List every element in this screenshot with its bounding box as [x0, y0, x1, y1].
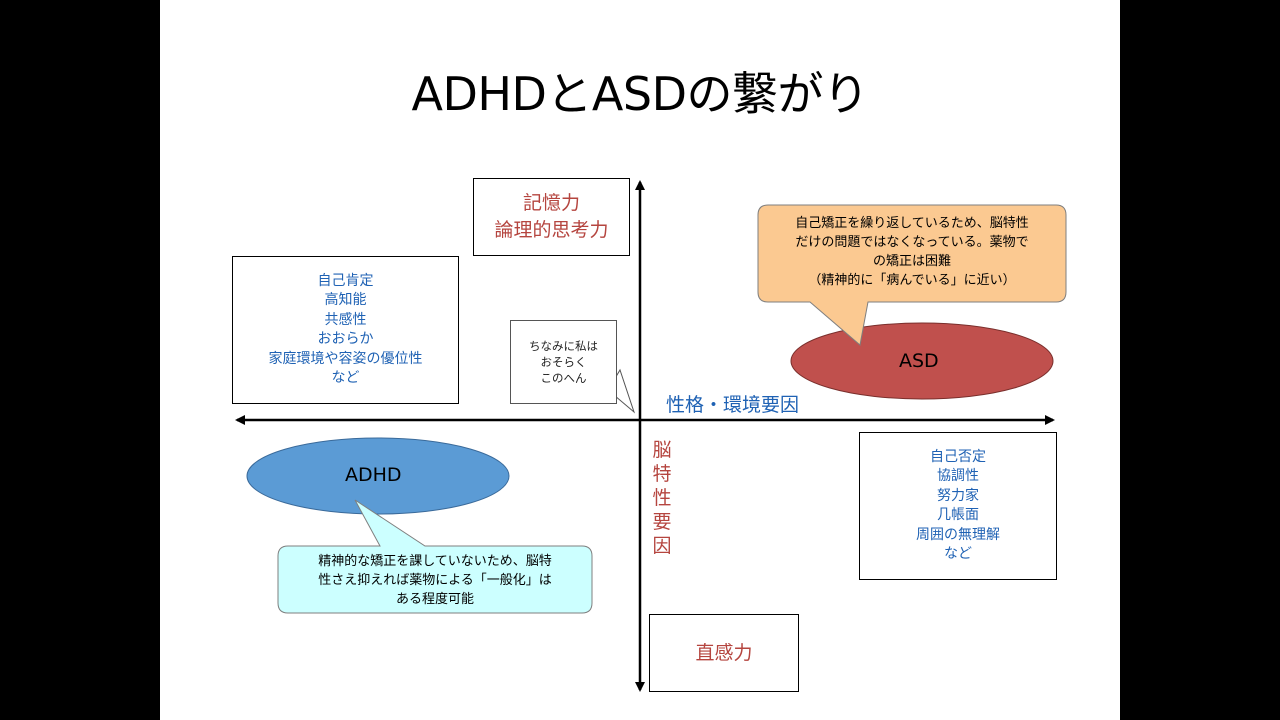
vertical-axis-char: 特 — [652, 463, 672, 485]
asd-callout-text: 自己矯正を繰り返しているため、脳特性 だけの問題ではなくなっている。薬物で の矯… — [760, 214, 1064, 290]
right-box: 自己否定 協調性 努力家 几帳面 周囲の無理解 など — [859, 432, 1057, 580]
right-box-item: 努力家 — [937, 487, 979, 504]
slide-title: ADHDとASDの繋がり — [411, 67, 870, 121]
adhd-callout-line: ある程度可能 — [395, 592, 474, 607]
left-box-item: など — [331, 370, 360, 386]
left-box-item: おおらか — [317, 331, 374, 347]
asd-callout-line: 自己矯正を繰り返しているため、脳特性 — [795, 216, 1029, 231]
vertical-axis-char: 因 — [652, 535, 672, 557]
slide: ADHDとASDの繋がり 記憶力 論理的思考力 直感力 自己肯定 — [160, 0, 1120, 720]
vertical-axis-char: 脳 — [652, 439, 672, 461]
adhd-ellipse — [246, 437, 510, 515]
diagram-canvas — [235, 180, 1067, 692]
note-box: ちなみに私は おそらく このへん — [510, 320, 617, 404]
note-box-line: おそらく — [540, 355, 587, 369]
asd-callout-line: （精神的に「病んでいる」に近い） — [808, 273, 1016, 288]
left-box-item: 自己肯定 — [317, 272, 374, 289]
asd-callout-line: の矯正は困難 — [872, 254, 951, 269]
right-box-item: 几帳面 — [937, 507, 979, 523]
vertical-axis-label: 脳 特 性 要 因 — [650, 438, 674, 558]
adhd-callout-shape — [277, 499, 593, 614]
top-box: 記憶力 論理的思考力 — [473, 178, 630, 256]
adhd-callout-line: 精神的な矯正を課していないため、脳特 — [318, 554, 552, 569]
asd-callout-shape — [757, 204, 1067, 346]
horizontal-axis-label: 性格・環境要因 — [666, 394, 800, 416]
top-box-line-2: 論理的思考力 — [494, 219, 609, 241]
bottom-box: 直感力 — [649, 614, 799, 692]
note-box-line: このへん — [540, 371, 587, 385]
asd-label: ASD — [899, 350, 939, 372]
adhd-label: ADHD — [345, 464, 402, 486]
left-box: 自己肯定 高知能 共感性 おおらか 家庭環境や容姿の優位性 など — [232, 256, 459, 404]
left-box-item: 共感性 — [324, 311, 367, 328]
top-box-line-1: 記憶力 — [522, 192, 580, 214]
vertical-axis-char: 要 — [652, 511, 672, 533]
left-box-item: 高知能 — [324, 292, 367, 308]
right-box-item: 協調性 — [937, 468, 979, 484]
left-box-item: 家庭環境や容姿の優位性 — [268, 350, 423, 367]
right-box-item: 自己否定 — [930, 448, 986, 465]
adhd-callout-text: 精神的な矯正を課していないため、脳特 性さえ抑えれば薬物による「一般化」は ある… — [280, 552, 590, 609]
right-box-item: 周囲の無理解 — [916, 526, 1000, 543]
right-box-item: など — [944, 546, 972, 562]
note-box-line: ちなみに私は — [529, 339, 598, 353]
bottom-box-line-1: 直感力 — [695, 641, 753, 664]
asd-callout-line: だけの問題ではなくなっている。薬物で — [795, 235, 1029, 250]
adhd-callout-line: 性さえ抑えれば薬物による「一般化」は — [318, 573, 552, 588]
vertical-axis-char: 性 — [652, 487, 672, 509]
